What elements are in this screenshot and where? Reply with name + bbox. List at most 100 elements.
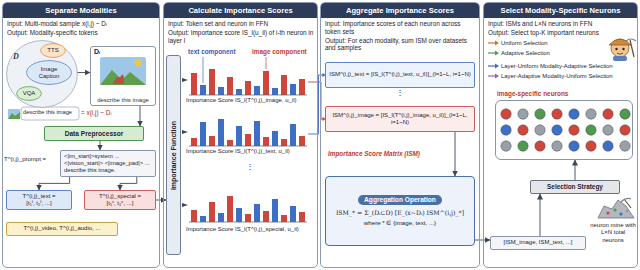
score-bar [200,216,206,222]
legend-text: Layer-Adaptive Modality-Uniform Selectio… [501,73,613,80]
mine-neuron [606,211,609,214]
matrix-list-box: [ISM_image, ISM_text, ...] [490,236,586,250]
io-text: Input: Multi-modal sample x(i,j) ~ Dᵢ [7,20,156,28]
neuron-dot [620,109,630,119]
box-text: [t₁ᵗ, t₂ᵗ, ...] [10,200,68,207]
chart-axis [189,95,307,96]
score-bar [245,81,251,95]
circle-label: Image Caption [32,66,67,79]
image-hill [100,70,146,85]
connector-arrow [120,177,137,190]
label-slot: Importance Score IS_l(T^(i,j)_special, u… [186,226,316,233]
bar-charts [189,69,307,222]
io-text: Output: Modality-specific tokens [7,29,156,37]
io-text: Output: Select top-K important neurons [488,29,634,37]
dataset-name: Dᵢ [94,48,152,56]
leader-line [266,57,267,69]
neuron-dot [518,109,528,119]
panel-body: Input: ISMs and L×N neurons in FFNOutput… [484,18,637,37]
aggregation-note: where * ∈ {image, text, ...} [330,219,470,227]
legend-arrow-head [495,41,499,46]
score-bar [290,84,296,95]
mine-caption: neuron mine with L×N total neurons [590,222,636,244]
mine-pickaxe [624,199,631,208]
neuron-dot [603,125,613,135]
score-bar [299,212,305,222]
token-box: T^(i,j)_text =[t₁ᵗ, t₂ᵗ, ...] [6,190,72,210]
score-bar [281,215,287,222]
score-bar [191,138,197,146]
neuron-dot [501,109,511,119]
mascot-mouth [617,53,623,54]
component-label: text component [188,48,246,56]
mascot-eye [615,48,617,50]
stage-panel: Aggregate Importance ScoresInput: Import… [320,2,480,268]
neuron-dot [552,125,562,135]
score-bar [227,77,233,95]
io-text: Input: ISMs and L×N neurons in FFN [488,20,634,28]
matrix-caption: Importance Score Matrix (ISM) [328,150,440,158]
mascot-pickaxe-head [626,39,636,41]
neuron-dot [569,109,579,119]
prompt-box: <|im_start|>system ... <|vision_start|> … [60,150,156,177]
image-sky [100,57,146,85]
token-box: T^(i,j)_special =[t₁ˢ, t₂ˢ, ...] [84,190,156,210]
legend-arrow-line [488,53,496,54]
score-bar [209,202,215,222]
chart-axis [189,222,307,223]
dataset-region: DTTSImage CaptionVQA [6,40,78,108]
circle-label: TTS [47,47,58,54]
neuron-grid: image-specific neurons [495,100,633,160]
box-text: ISM^(i,j)_text = [IS_l(T^(i,j)_text, u_i… [329,71,471,78]
score-bar [299,79,305,95]
image-caption: describe this image [94,97,152,104]
function-bar: Importance Function [166,55,181,255]
image-animal [113,74,124,84]
score-bar [227,140,233,146]
chart-axis [189,146,307,147]
label-slot: describe this image [23,109,79,116]
neuron-dot [586,125,596,135]
connector-arrow [455,132,456,176]
prompt-text: describe this image [23,109,79,116]
ellipse-outline [17,87,42,101]
score-bar [245,134,251,146]
box-text: ISM^(i,j)_image = [IS_l(T^(i,j)_image, u… [329,112,471,126]
connector-arrow [100,141,101,150]
dataset-image [100,57,146,85]
legend-arrow-head [495,64,499,69]
neuron-mine [598,198,634,218]
neuron-dot [569,141,579,151]
task-circle: Image Caption [26,60,72,85]
prompt-formula: T^(i,j)_prompt = [4,156,59,163]
connector-arrow [156,200,166,201]
small-arrow [182,203,188,207]
score-bar [263,211,269,222]
aggregation-box: Aggregation OperationISM_* = Σ_(Dᵢ⊂D) [E… [325,176,475,246]
score-bar [236,126,242,146]
neuron-dot [620,125,630,135]
score-bar [245,214,251,222]
legend-arrow [488,40,499,46]
ellipsis: ⋮ [246,163,258,171]
label-slot: Importance Score Matrix (ISM) [328,150,440,158]
score-bar [236,89,242,95]
neuron-dots [501,109,630,151]
matrix-box: ISM^(i,j)_image = [IS_l(T^(i,j)_image, u… [325,106,475,132]
label-slot: Importance Score IS_l(T^(i,j)_text, u_il… [186,148,316,155]
mine-neuron [625,209,628,212]
label-slot: image component [252,48,314,56]
connector-arrow [540,194,541,236]
box-text: Selection Strategy [534,183,616,191]
score-bar [290,124,296,146]
circle-label: VQA [23,90,36,97]
mine-rock [598,200,634,218]
legend-item: Uniform Selection [488,40,636,47]
legend-arrow-line [488,43,496,44]
io-text: Input: Token set and neuron in FFN [168,20,314,28]
score-bar [209,69,215,95]
neuron-dot [535,109,545,119]
aggregation-title: Aggregation Operation [358,195,442,206]
task-circle: TTS [40,43,66,58]
